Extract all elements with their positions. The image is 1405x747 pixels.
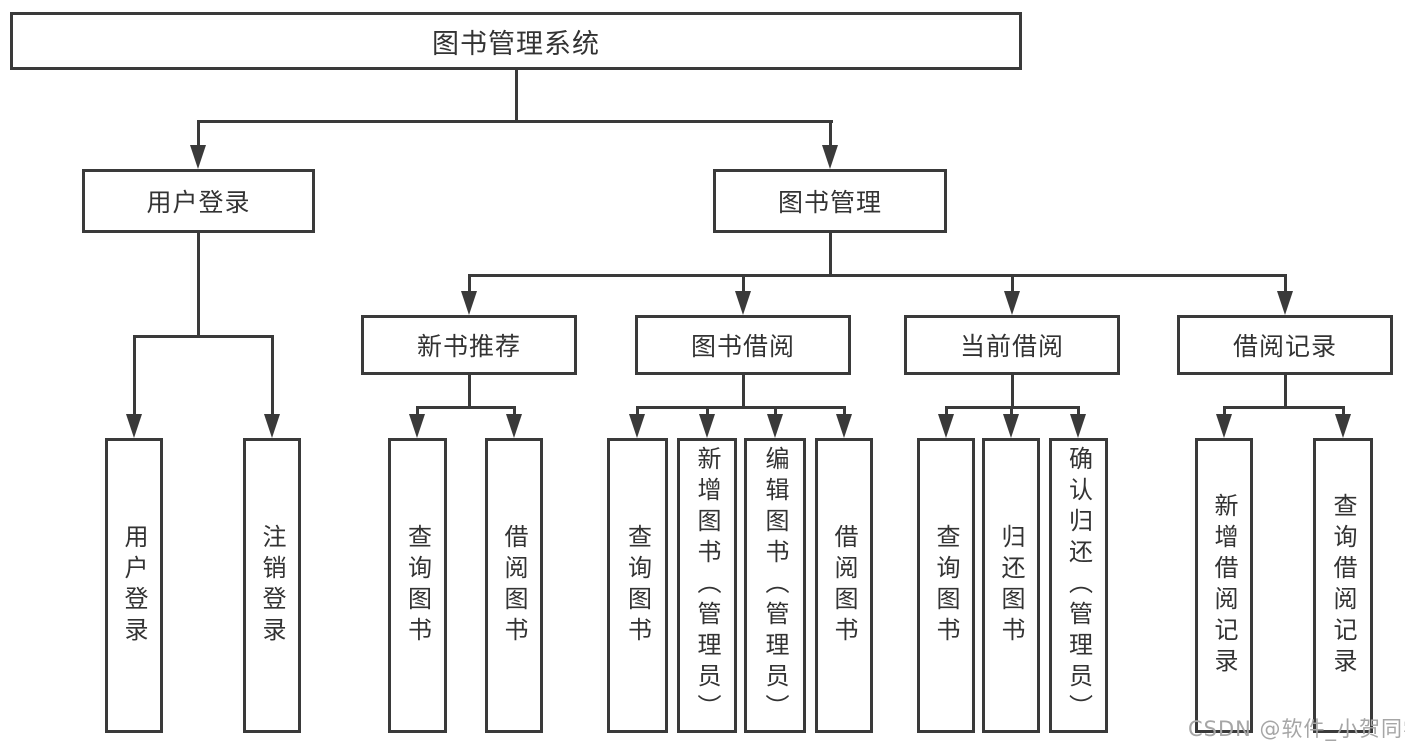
connector-line (271, 336, 274, 418)
connector-line (197, 233, 200, 338)
arrow-down-icon (699, 414, 715, 438)
node-new-book-recommend: 新书推荐 (361, 315, 577, 375)
leaf-query-borrow-record: 查询借阅记录 (1313, 438, 1373, 733)
connector-line (636, 406, 846, 409)
leaf-query-books-borrowing: 查询图书 (607, 438, 668, 733)
node-borrowing-records-label: 借阅记录 (1232, 332, 1337, 361)
leaf-add-book-admin-label: 新增图书（管理员） (693, 446, 721, 725)
node-library-system-label: 图书管理系统 (432, 28, 600, 60)
connector-line (829, 233, 832, 277)
node-book-management: 图书管理 (713, 169, 947, 233)
leaf-borrow-books: 借阅图书 (815, 438, 873, 733)
connector-line (706, 407, 709, 419)
leaf-borrow-books-label: 借阅图书 (830, 523, 858, 648)
leaf-borrow-books-recommend-label: 借阅图书 (500, 523, 528, 648)
connector-line (133, 335, 274, 338)
connector-line (829, 121, 832, 152)
leaf-confirm-return-admin-label: 确认归还（管理员） (1064, 446, 1093, 725)
connector-line (742, 375, 745, 409)
arrow-down-icon (1277, 291, 1293, 315)
connector-line (945, 407, 948, 419)
connector-line (515, 70, 518, 123)
arrow-down-icon (1216, 414, 1232, 438)
node-user-login-label: 用户登录 (146, 188, 251, 217)
leaf-query-books-recommend-label: 查询图书 (403, 523, 432, 648)
leaf-edit-book-admin: 编辑图书（管理员） (744, 438, 806, 733)
connector-line (513, 407, 516, 419)
leaf-return-book: 归还图书 (982, 438, 1040, 733)
connector-line (1010, 407, 1013, 419)
connector-line (843, 407, 846, 419)
csdn-watermark: CSDN @软件_小贺同学 (1188, 717, 1405, 741)
arrow-down-icon (506, 414, 522, 438)
node-book-borrowing: 图书借阅 (635, 315, 851, 375)
connector-line (416, 406, 516, 409)
leaf-query-books-current: 查询图书 (917, 438, 975, 733)
leaf-user-login-label: 用户登录 (120, 523, 148, 648)
connector-line (1077, 407, 1080, 419)
arrow-down-icon (836, 414, 852, 438)
leaf-return-book-label: 归还图书 (997, 523, 1025, 648)
arrow-down-icon (767, 414, 783, 438)
connector-line (133, 336, 136, 418)
node-user-login: 用户登录 (82, 169, 315, 233)
leaf-logout: 注销登录 (243, 438, 301, 733)
leaf-borrow-books-recommend: 借阅图书 (485, 438, 543, 733)
arrow-down-icon (822, 145, 838, 169)
arrow-down-icon (1003, 414, 1019, 438)
connector-line (1342, 407, 1345, 419)
arrow-down-icon (409, 414, 425, 438)
connector-line (197, 120, 833, 123)
connector-line (774, 407, 777, 419)
leaf-query-borrow-record-label: 查询借阅记录 (1329, 492, 1357, 679)
leaf-add-borrow-record-label: 新增借阅记录 (1210, 492, 1238, 679)
node-library-system: 图书管理系统 (10, 12, 1022, 70)
node-current-borrowing-label: 当前借阅 (959, 332, 1064, 361)
connector-line (636, 407, 639, 419)
arrow-down-icon (461, 291, 477, 315)
arrow-down-icon (938, 414, 954, 438)
arrow-down-icon (1004, 291, 1020, 315)
leaf-query-books-borrowing-label: 查询图书 (623, 523, 652, 648)
node-current-borrowing: 当前借阅 (904, 315, 1120, 375)
arrow-down-icon (264, 414, 280, 438)
connector-line (1223, 407, 1226, 419)
leaf-add-borrow-record: 新增借阅记录 (1195, 438, 1253, 733)
arrow-down-icon (1335, 414, 1351, 438)
connector-line (742, 275, 745, 295)
connector-line (1284, 375, 1287, 409)
node-new-book-recommend-label: 新书推荐 (416, 332, 521, 361)
arrow-down-icon (1070, 414, 1086, 438)
leaf-logout-label: 注销登录 (258, 523, 286, 648)
node-book-borrowing-label: 图书借阅 (690, 332, 795, 361)
leaf-confirm-return-admin: 确认归还（管理员） (1049, 438, 1108, 733)
connector-line (468, 375, 471, 409)
arrow-down-icon (629, 414, 645, 438)
connector-line (1284, 275, 1287, 295)
leaf-query-books-current-label: 查询图书 (932, 523, 960, 648)
node-book-management-label: 图书管理 (777, 188, 882, 217)
connector-line (468, 275, 471, 295)
connector-line (1011, 375, 1014, 409)
connector-line (416, 407, 419, 419)
connector-line (468, 274, 1287, 277)
leaf-edit-book-admin-label: 编辑图书（管理员） (761, 446, 789, 725)
arrow-down-icon (126, 414, 142, 438)
connector-line (1223, 406, 1345, 409)
connector-line (197, 121, 200, 152)
connector-line (1011, 275, 1014, 295)
leaf-query-books-recommend: 查询图书 (388, 438, 447, 733)
node-borrowing-records: 借阅记录 (1177, 315, 1393, 375)
arrow-down-icon (190, 145, 206, 169)
leaf-add-book-admin: 新增图书（管理员） (677, 438, 737, 733)
arrow-down-icon (735, 291, 751, 315)
leaf-user-login: 用户登录 (105, 438, 163, 733)
